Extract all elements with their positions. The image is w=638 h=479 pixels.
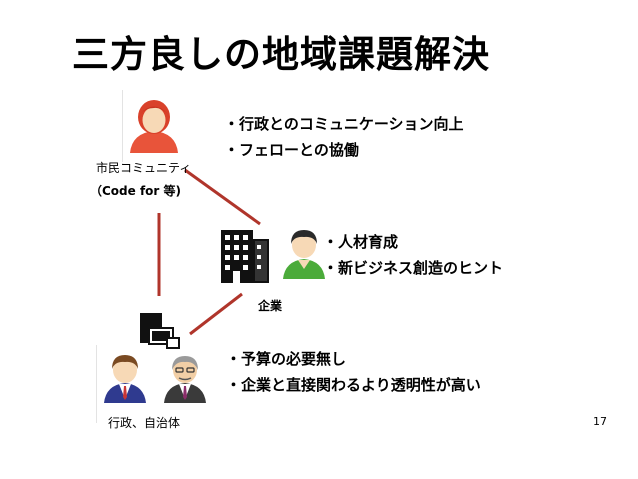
- elder-suit-person-icon: [164, 356, 206, 403]
- company-bullet-2: ・新ビジネス創造のヒント: [323, 259, 504, 277]
- female-person-icon: [130, 100, 178, 153]
- divider-community: [122, 90, 123, 162]
- male-suit-person-icon: [104, 355, 146, 403]
- community-bullet-1: ・行政とのコミュニケーション向上: [224, 115, 464, 133]
- community-label: 市民コミュニティ: [96, 161, 192, 175]
- company-bullets: ・人材育成 ・新ビジネス創造のヒント: [323, 229, 503, 281]
- building-icon: [221, 230, 269, 283]
- government-office-icon: [140, 313, 180, 349]
- divider-government: [96, 345, 97, 423]
- connector-company-government: [189, 292, 243, 336]
- company-bullet-1: ・人材育成: [323, 233, 399, 251]
- government-label: 行政、自治体: [108, 416, 181, 430]
- slide-title: 三方良しの地域課題解決: [72, 33, 490, 76]
- company-label: 企業: [258, 299, 283, 313]
- government-bullets: ・予算の必要無し ・企業と直接関わるより透明性が高い: [226, 346, 481, 398]
- community-sublabel: （Code for 等): [90, 184, 182, 198]
- page-number: 17: [593, 415, 607, 428]
- government-bullet-1: ・予算の必要無し: [226, 350, 347, 368]
- community-bullet-2: ・フェローとの協働: [224, 141, 359, 159]
- connector-community-company: [184, 168, 261, 226]
- male-person-icon: [283, 230, 325, 279]
- government-bullet-2: ・企業と直接関わるより透明性が高い: [226, 376, 481, 394]
- community-bullets: ・行政とのコミュニケーション向上 ・フェローとの協働: [224, 111, 464, 163]
